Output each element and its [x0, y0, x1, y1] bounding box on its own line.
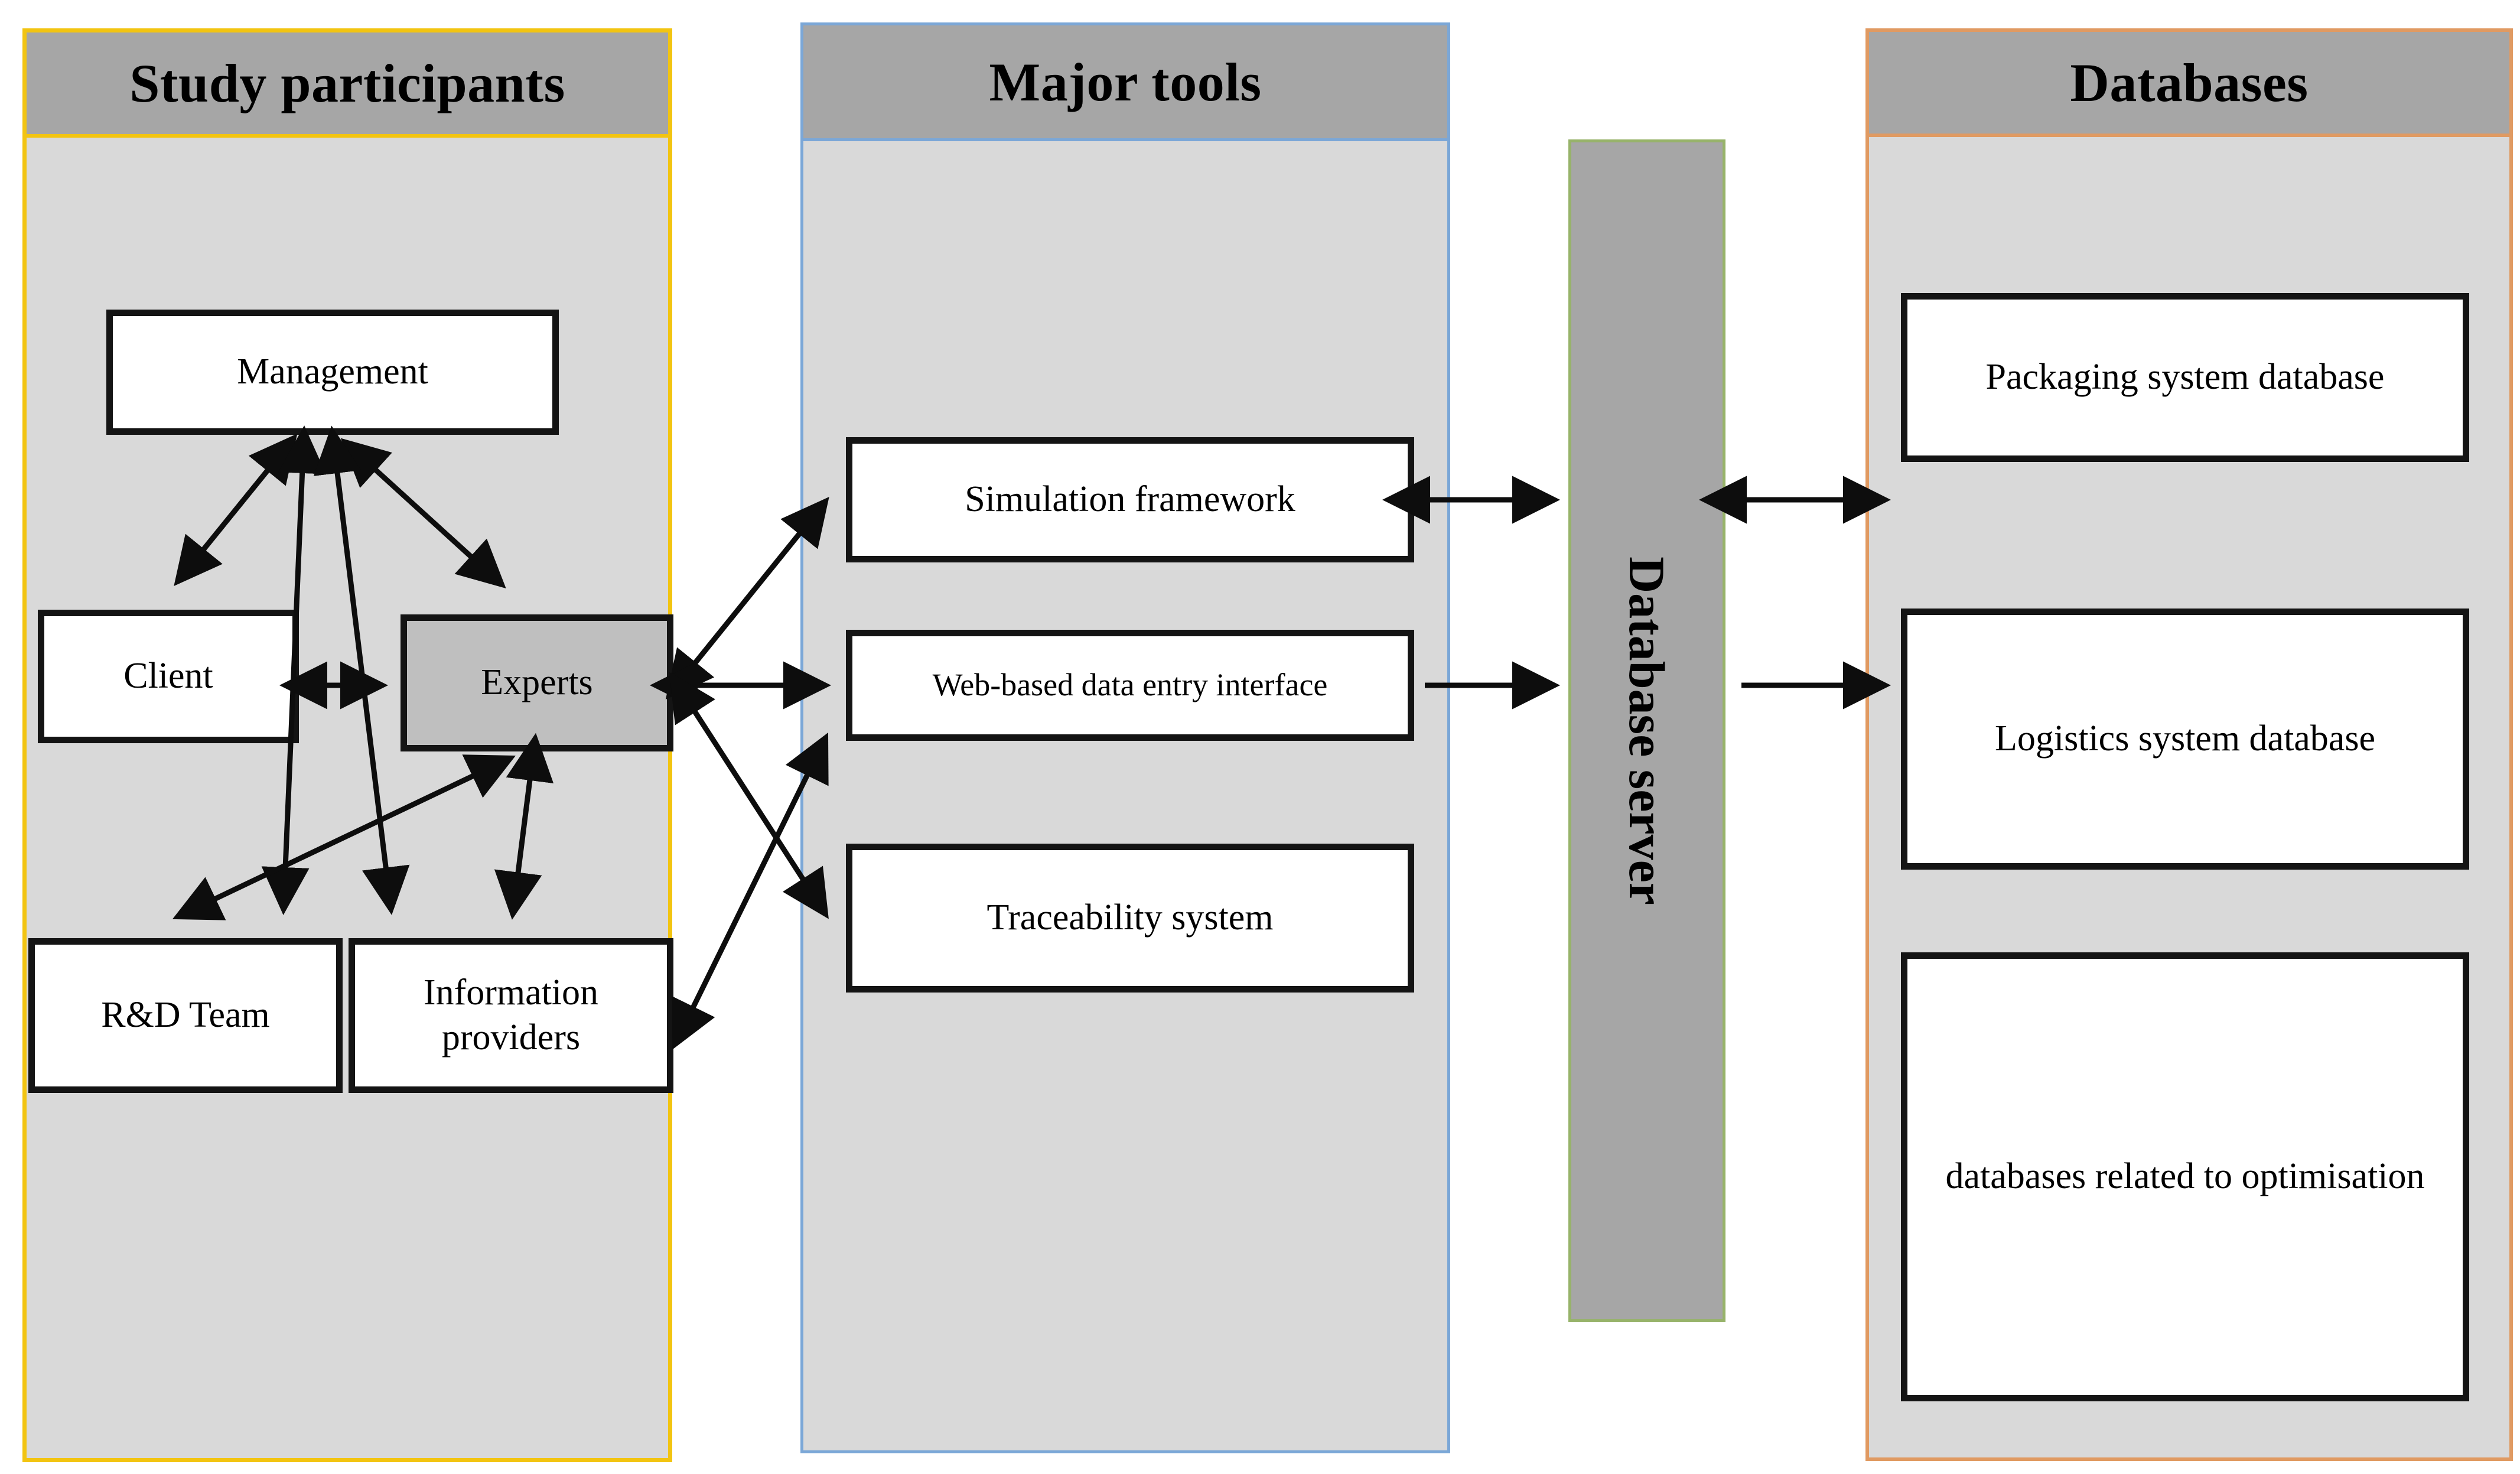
database-server-label: Database server	[1619, 557, 1675, 905]
node-logistics-system-database[interactable]: Logistics system database	[1901, 609, 2469, 870]
panel-title-study-participants: Study participants	[27, 32, 668, 138]
panel-title-databases: Databases	[1869, 32, 2509, 137]
node-management[interactable]: Management	[106, 310, 559, 435]
node-packaging-system-database[interactable]: Packaging system database	[1901, 293, 2469, 462]
node-web-based-data-entry-interface[interactable]: Web-based data entry interface	[846, 630, 1414, 741]
node-traceability-system[interactable]: Traceability system	[846, 844, 1414, 993]
panel-title-major-tools: Major tools	[803, 25, 1447, 141]
node-databases-related-to-optimisation[interactable]: databases related to optimisation	[1901, 952, 2469, 1401]
node-database-server[interactable]: Database server	[1568, 139, 1725, 1322]
node-rd-team[interactable]: R&D Team	[28, 938, 343, 1093]
node-client[interactable]: Client	[38, 610, 299, 743]
node-information-providers[interactable]: Information providers	[349, 938, 673, 1093]
node-experts[interactable]: Experts	[401, 614, 673, 751]
node-simulation-framework[interactable]: Simulation framework	[846, 437, 1414, 562]
